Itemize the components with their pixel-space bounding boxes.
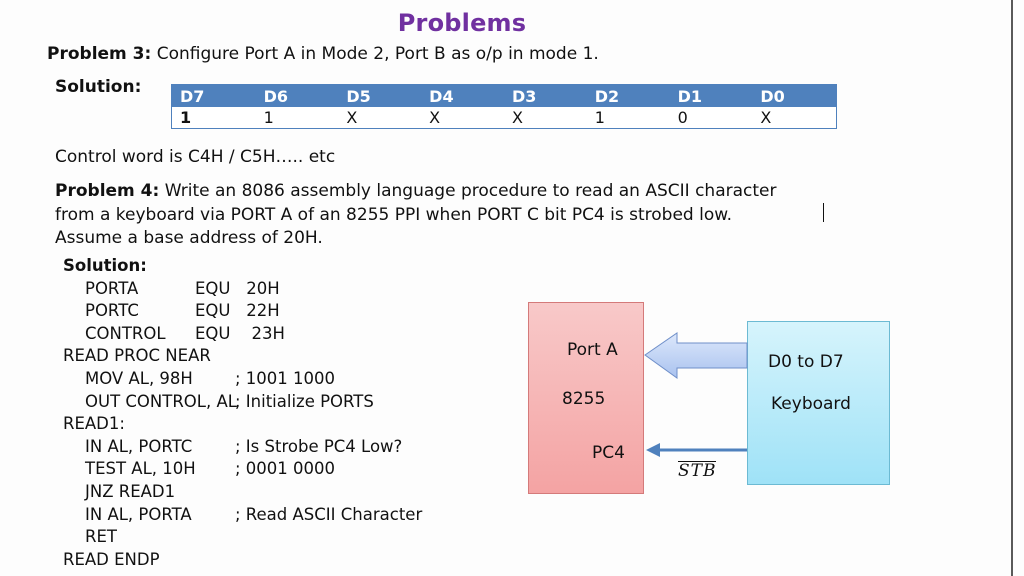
code-instruction: RET bbox=[85, 527, 117, 547]
chip-name-label: 8255 bbox=[562, 389, 606, 409]
problem-3-statement: Problem 3: Configure Port A in Mode 2, P… bbox=[47, 44, 599, 64]
code-line: IN AL, PORTA ; Read ASCII Character bbox=[63, 504, 422, 528]
bit-header: D0 bbox=[752, 84, 837, 107]
bit-value: 1 bbox=[586, 107, 670, 129]
slide-title: Problems bbox=[397, 9, 527, 37]
problem-3-label: Problem 3: bbox=[47, 44, 152, 64]
code-instruction: IN AL, PORTA bbox=[85, 504, 192, 524]
problem-4-label: Problem 4: bbox=[55, 181, 160, 201]
code-line: CONTROL EQU 23H bbox=[63, 323, 285, 347]
code-line: PORTA EQU 20H bbox=[63, 278, 280, 302]
code-instruction: READ PROC NEAR bbox=[63, 346, 211, 366]
pc4-label: PC4 bbox=[592, 443, 625, 463]
slide-edge-divider bbox=[1011, 0, 1013, 576]
code-instruction: PORTC bbox=[85, 301, 139, 321]
data-bus-arrow bbox=[644, 332, 748, 379]
text-cursor bbox=[823, 203, 824, 222]
bit-value: X bbox=[503, 107, 587, 129]
keyboard-label: Keyboard bbox=[771, 394, 851, 414]
code-instruction: OUT CONTROL, AL bbox=[85, 391, 237, 411]
problem-4-line-1: Write an 8086 assembly language procedur… bbox=[159, 181, 777, 201]
code-line: READ PROC NEAR bbox=[63, 346, 237, 369]
bit-header: D6 bbox=[255, 84, 339, 107]
bit-header: D3 bbox=[503, 84, 587, 107]
code-instruction: READ ENDP bbox=[63, 549, 160, 569]
code-line: JNZ READ1 bbox=[63, 482, 237, 505]
code-line: READ1: bbox=[63, 414, 237, 437]
bit-header: D1 bbox=[669, 84, 753, 107]
bit-header: D4 bbox=[421, 84, 504, 107]
bit-value: 1 bbox=[255, 107, 339, 129]
bit-value: X bbox=[338, 107, 422, 129]
code-instruction: READ1: bbox=[63, 414, 125, 434]
bit-header: D7 bbox=[171, 84, 256, 107]
code-line: OUT CONTROL, AL; Initialize PORTS bbox=[63, 391, 374, 415]
code-instruction: CONTROL bbox=[85, 323, 166, 343]
bit-value-row: 1 1 X X X 1 0 X bbox=[171, 107, 837, 129]
bit-value: 0 bbox=[669, 107, 753, 129]
bit-value: 1 bbox=[171, 107, 256, 129]
ppi-8255-block bbox=[528, 302, 644, 494]
code-operand: EQU 22H bbox=[195, 301, 280, 321]
code-line: IN AL, PORTC ; Is Strobe PC4 Low? bbox=[63, 436, 402, 460]
code-comment: ; 0001 0000 bbox=[235, 459, 336, 479]
solution-label-p3: Solution: bbox=[55, 77, 142, 97]
problem-4-line-3: Assume a base address of 20H. bbox=[55, 228, 323, 248]
port-a-label: Port A bbox=[567, 340, 618, 360]
code-instruction: JNZ READ1 bbox=[85, 481, 176, 501]
code-comment: ; Read ASCII Character bbox=[235, 504, 423, 524]
keyboard-block bbox=[747, 321, 890, 485]
code-instruction: MOV AL, 98H bbox=[85, 368, 193, 388]
strobe-arrow-head bbox=[646, 443, 660, 457]
problem-4-line-2: from a keyboard via PORT A of an 8255 PP… bbox=[55, 204, 732, 225]
code-comment: ; Initialize PORTS bbox=[235, 391, 374, 411]
code-line: RET bbox=[63, 527, 237, 550]
strobe-signal-label: STB bbox=[678, 461, 717, 481]
code-line: TEST AL, 10H ; 0001 0000 bbox=[63, 459, 335, 482]
code-line: READ ENDP bbox=[63, 550, 237, 573]
bit-header: D5 bbox=[338, 84, 422, 107]
code-line: PORTC EQU 22H bbox=[63, 301, 280, 324]
control-word-bit-table: D7 D6 D5 D4 D3 D2 D1 D0 1 1 X X X 1 0 X bbox=[171, 84, 837, 129]
code-comment: ; 1001 1000 bbox=[235, 368, 336, 388]
solution-label-p4: Solution: bbox=[63, 256, 147, 275]
data-bus-label: D0 to D7 bbox=[768, 352, 844, 372]
code-comment: ; Is Strobe PC4 Low? bbox=[235, 436, 403, 456]
bit-value: X bbox=[421, 107, 504, 129]
problem-4-statement: Problem 4: Write an 8086 assembly langua… bbox=[55, 180, 776, 251]
code-instruction: PORTA bbox=[85, 278, 139, 298]
problem-3-text: Configure Port A in Mode 2, Port B as o/… bbox=[151, 44, 599, 64]
control-word-text: Control word is C4H / C5H….. etc bbox=[55, 147, 336, 167]
bit-header: D2 bbox=[586, 84, 670, 107]
bit-header-row: D7 D6 D5 D4 D3 D2 D1 D0 bbox=[171, 84, 837, 107]
code-line: MOV AL, 98H ; 1001 1000 bbox=[63, 368, 335, 392]
code-instruction: TEST AL, 10H bbox=[85, 459, 196, 479]
code-operand: EQU 20H bbox=[195, 278, 280, 298]
code-instruction: IN AL, PORTC bbox=[85, 436, 193, 456]
code-operand: EQU 23H bbox=[195, 323, 285, 343]
bit-value: X bbox=[752, 107, 837, 129]
